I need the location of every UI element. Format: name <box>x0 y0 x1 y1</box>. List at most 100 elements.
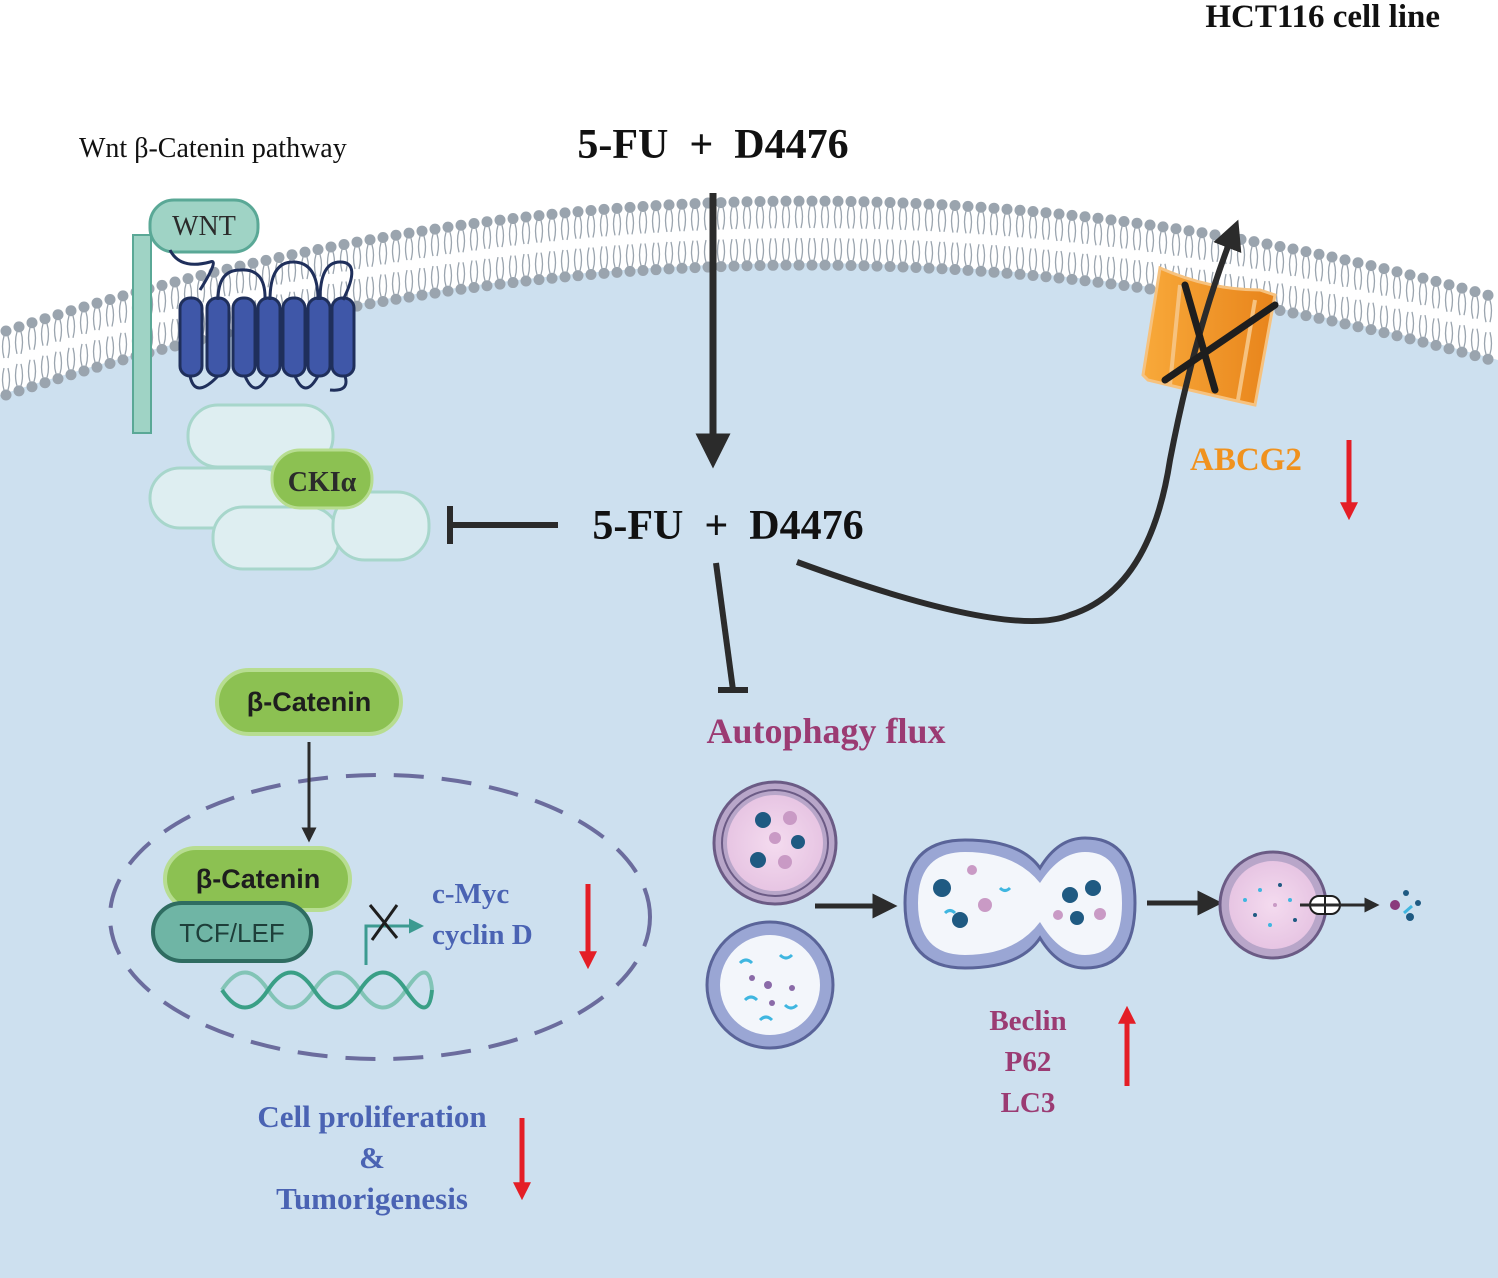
lipid-head <box>520 275 532 287</box>
lipid-tail <box>14 331 24 355</box>
lipid-head <box>390 229 402 241</box>
lipid-tail <box>1132 228 1142 251</box>
lipid-tail <box>118 300 128 323</box>
released-products <box>1390 890 1421 921</box>
lipid-head <box>156 279 168 291</box>
lipid-tail <box>1093 223 1103 246</box>
lipid-tail <box>170 318 180 342</box>
lipid-head <box>507 213 519 225</box>
lipid-tail <box>1431 318 1441 341</box>
lipid-tail <box>716 207 726 230</box>
lipid-tail <box>1301 256 1311 279</box>
lipid-tail <box>1288 253 1298 277</box>
lipid-tail <box>521 221 531 245</box>
lipid-tail <box>170 286 180 310</box>
lipid-head <box>806 259 818 271</box>
lipid-head <box>351 236 363 248</box>
autophagy-flux-title: Autophagy flux <box>706 711 945 751</box>
lipid-head <box>650 200 662 212</box>
lipid-head <box>676 262 688 274</box>
lipid-head <box>1456 346 1468 358</box>
lipid-head <box>1417 272 1429 284</box>
lipid-tail <box>391 272 401 295</box>
lipid-head <box>988 202 1000 214</box>
lipid-head <box>403 291 415 303</box>
lipid-head <box>598 267 610 279</box>
lipid-head <box>1404 269 1416 281</box>
lipid-tail <box>742 238 752 261</box>
lipid-head <box>754 260 766 272</box>
lipid-tail <box>638 243 648 266</box>
lipid-head <box>1443 343 1455 355</box>
lipid-tail <box>482 226 492 249</box>
lipid-head <box>169 276 181 288</box>
lipid-head <box>897 261 909 273</box>
beta-catenin-nucleus-label: β-Catenin <box>196 864 320 894</box>
lipid-head <box>741 196 753 208</box>
tcf-lef-protein: TCF/LEF <box>151 901 313 963</box>
lipid-head <box>1430 339 1442 351</box>
lipid-tail <box>937 209 947 232</box>
lipid-head <box>1417 336 1429 348</box>
lipid-head <box>1352 321 1364 333</box>
lipid-head <box>715 261 727 273</box>
lipid-tail <box>573 216 583 239</box>
lipid-tail <box>157 322 167 345</box>
abcg2-transporter <box>1141 265 1277 407</box>
lipid-head <box>1391 330 1403 342</box>
lipid-head <box>13 385 25 397</box>
lipid-head <box>624 201 636 213</box>
lipid-head <box>611 202 623 214</box>
lipid-tail <box>1080 221 1090 244</box>
lipid-tail <box>1483 332 1493 355</box>
tcf-lef-label: TCF/LEF <box>179 918 284 948</box>
lipid-tail <box>794 237 804 261</box>
lipid-tail <box>92 340 102 363</box>
lipid-tail <box>1262 248 1272 272</box>
lipid-tail <box>66 347 76 370</box>
ckia-label: CKIα <box>288 467 357 498</box>
lipid-tail <box>105 304 115 327</box>
lipid-tail <box>1392 276 1402 299</box>
lipid-tail <box>1483 300 1493 323</box>
lipid-head <box>1131 217 1143 229</box>
lipid-head <box>975 265 987 277</box>
lipid-head <box>1157 221 1169 233</box>
lipid-tail <box>482 258 492 281</box>
lipid-head <box>1079 275 1091 287</box>
lipid-tail <box>79 311 89 335</box>
lipid-tail <box>443 263 453 287</box>
lipid-tail <box>209 277 219 300</box>
lipid-tail <box>807 205 817 229</box>
lipid-tail <box>638 211 648 234</box>
lipid-tail <box>1405 311 1415 335</box>
lipid-tail <box>755 206 765 229</box>
lipid-tail <box>27 327 37 350</box>
lipid-head <box>1027 269 1039 281</box>
lipid-tail <box>1379 273 1389 296</box>
lipid-tail <box>365 244 375 267</box>
lipid-tail <box>547 219 557 242</box>
lipid-tail <box>677 209 687 232</box>
lipid-head <box>1326 251 1338 263</box>
lipid-tail <box>807 237 817 261</box>
lipid-head <box>481 216 493 228</box>
lipid-tail <box>1106 256 1116 280</box>
lipid-tail <box>1301 288 1311 311</box>
lipid-head <box>1079 211 1091 223</box>
lipid-head <box>663 199 675 211</box>
lipid-head <box>182 273 194 285</box>
lipid-head <box>1287 307 1299 319</box>
lipid-tail <box>1171 233 1181 256</box>
lipid-tail <box>118 332 128 356</box>
lipid-tail <box>313 254 323 277</box>
lipid-tail <box>1405 279 1415 303</box>
lipid-head <box>1183 225 1195 237</box>
lipid-tail <box>1028 248 1038 271</box>
lipid-tail <box>1314 291 1324 314</box>
lipid-head <box>871 260 883 272</box>
lipid-tail <box>950 210 960 233</box>
lipid-head <box>1053 208 1065 220</box>
lipid-head <box>819 259 831 271</box>
lipid-tail <box>729 206 739 230</box>
